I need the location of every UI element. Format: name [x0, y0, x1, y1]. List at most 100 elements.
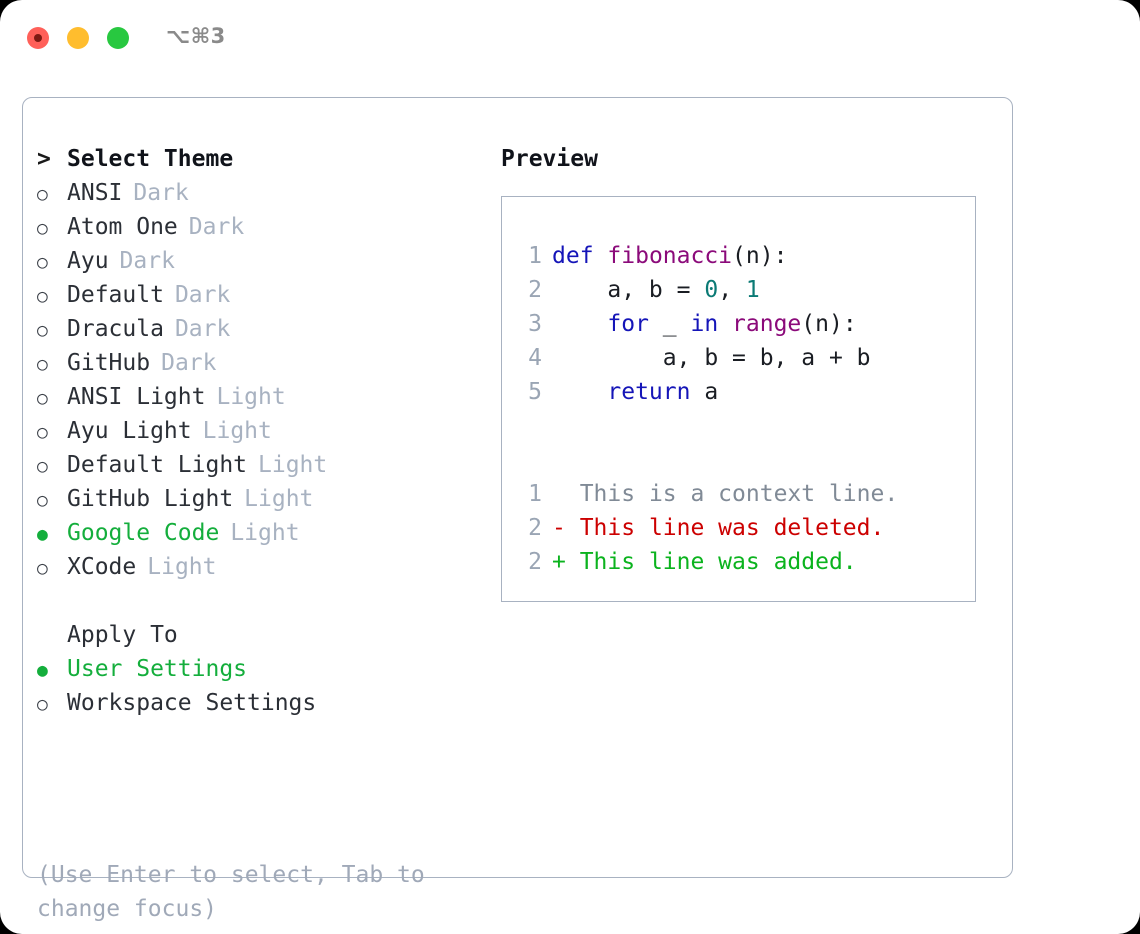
- code-token-punct: ,: [718, 277, 746, 303]
- code-token-num: 1: [745, 277, 760, 303]
- radio-unselected-icon[interactable]: ○: [37, 558, 48, 579]
- theme-variant-badge: Light: [230, 520, 300, 546]
- apply-to-label: Workspace Settings: [67, 690, 317, 716]
- close-button[interactable]: [27, 27, 49, 49]
- code-token-id: a: [690, 379, 719, 405]
- theme-variant-badge: Light: [147, 554, 217, 580]
- code-token-punct: ):: [829, 311, 857, 337]
- radio-unselected-icon[interactable]: ○: [37, 388, 48, 409]
- theme-name-label: Default: [67, 282, 164, 308]
- code-line: 1 def fibonacci(n):: [512, 239, 898, 273]
- theme-name-label: ANSI Light: [67, 384, 206, 410]
- code-token-id: n: [745, 243, 760, 269]
- code-blank-line: [512, 443, 898, 477]
- theme-variant-badge: Dark: [174, 316, 231, 342]
- radio-unselected-icon[interactable]: ○: [37, 252, 48, 273]
- theme-name-label: XCode: [67, 554, 137, 580]
- theme-variant-badge: Light: [258, 452, 328, 478]
- code-token-kw: return: [607, 379, 691, 405]
- theme-option-google-code[interactable]: ● Google Code Light: [37, 516, 477, 550]
- page-title: Select Theme: [67, 146, 234, 172]
- theme-option-ansi-light[interactable]: ○ ANSI Light Light: [37, 380, 477, 414]
- code-token-id: a, b =: [552, 277, 705, 303]
- line-number: 3: [528, 311, 542, 337]
- radio-selected-icon[interactable]: ●: [37, 660, 48, 681]
- code-token-num: 0: [704, 277, 719, 303]
- code-token-fn: fibonacci: [607, 243, 733, 269]
- theme-name-label: Ayu: [67, 248, 109, 274]
- radio-unselected-icon[interactable]: ○: [37, 286, 48, 307]
- code-token-id: [552, 379, 607, 405]
- radio-unselected-icon[interactable]: ○: [37, 320, 48, 341]
- radio-unselected-icon[interactable]: ○: [37, 422, 48, 443]
- line-number: 1: [528, 481, 542, 507]
- theme-name-label: Google Code: [67, 520, 220, 546]
- radio-unselected-icon[interactable]: ○: [37, 354, 48, 375]
- code-token-kw: def: [552, 243, 594, 269]
- theme-option-ayu-light[interactable]: ○ Ayu Light Light: [37, 414, 477, 448]
- radio-unselected-icon[interactable]: ○: [37, 694, 48, 715]
- code-token-id: [718, 311, 732, 337]
- code-token-punct: ):: [759, 243, 788, 269]
- theme-option-atom-one[interactable]: ○ Atom One Dark: [37, 210, 477, 244]
- code-token-kw: in: [690, 311, 719, 337]
- line-number: 4: [528, 345, 542, 371]
- code-token-punct: (: [732, 243, 746, 269]
- apply-to-option-user-settings[interactable]: ● User Settings: [37, 652, 477, 686]
- code-line: 4 a, b = b, a + b: [512, 341, 898, 375]
- theme-option-xcode[interactable]: ○ XCode Light: [37, 550, 477, 584]
- select-theme-heading-row: > Select Theme: [37, 142, 477, 176]
- code-line: 5 return a: [512, 375, 898, 409]
- theme-name-label: Ayu Light: [67, 418, 192, 444]
- code-token-id: [594, 243, 608, 269]
- theme-variant-badge: Light: [216, 384, 286, 410]
- theme-option-dracula[interactable]: ○ Dracula Dark: [37, 312, 477, 346]
- diff-text: This line was deleted.: [565, 515, 885, 541]
- radio-unselected-icon[interactable]: ○: [37, 218, 48, 239]
- code-token-punct: (: [801, 311, 816, 337]
- line-number: 1: [528, 243, 542, 269]
- keyboard-hint-text: (Use Enter to select, Tab to change focu…: [37, 862, 425, 922]
- theme-variant-badge: Dark: [174, 282, 231, 308]
- theme-variant-badge: Dark: [133, 180, 189, 206]
- theme-name-label: Dracula: [67, 316, 164, 342]
- code-line: 3 for _ in range(n):: [512, 307, 898, 341]
- apply-to-heading-row: ○ Apply To: [37, 618, 477, 652]
- title-bar: ⌥⌘3: [0, 0, 1140, 78]
- theme-option-ayu[interactable]: ○ Ayu Dark: [37, 244, 477, 278]
- theme-name-label: GitHub: [67, 350, 151, 376]
- theme-variant-badge: Light: [202, 418, 272, 444]
- diff-text: This is a context line.: [565, 481, 899, 507]
- theme-name-label: GitHub Light: [67, 486, 234, 512]
- theme-name-label: Atom One: [67, 214, 178, 240]
- theme-option-default[interactable]: ○ Default Dark: [37, 278, 477, 312]
- radio-unselected-icon[interactable]: ○: [37, 184, 48, 205]
- diff-text: This line was added.: [565, 549, 857, 575]
- apply-to-option-workspace-settings[interactable]: ○ Workspace Settings: [37, 686, 477, 720]
- minimize-button[interactable]: [67, 27, 89, 49]
- code-token-id: _: [648, 311, 691, 337]
- radio-unselected-icon[interactable]: ○: [37, 490, 48, 511]
- theme-variant-badge: Dark: [188, 214, 245, 240]
- code-line: 2 a, b = 0, 1: [512, 273, 898, 307]
- radio-unselected-icon[interactable]: ○: [37, 456, 48, 477]
- code-token-id: n: [815, 311, 830, 337]
- list-spacer: [37, 584, 477, 618]
- diff-line-add: 2+ This line was added.: [512, 545, 898, 579]
- apply-to-label: User Settings: [67, 656, 248, 682]
- theme-variant-badge: Dark: [119, 248, 175, 274]
- maximize-button[interactable]: [107, 27, 129, 49]
- heading-indent-spacer: ○: [37, 618, 67, 652]
- diff-sign: -: [552, 515, 566, 541]
- code-token-kw: for: [607, 311, 649, 337]
- radio-selected-icon[interactable]: ●: [37, 524, 48, 545]
- code-blank-line: [512, 409, 898, 443]
